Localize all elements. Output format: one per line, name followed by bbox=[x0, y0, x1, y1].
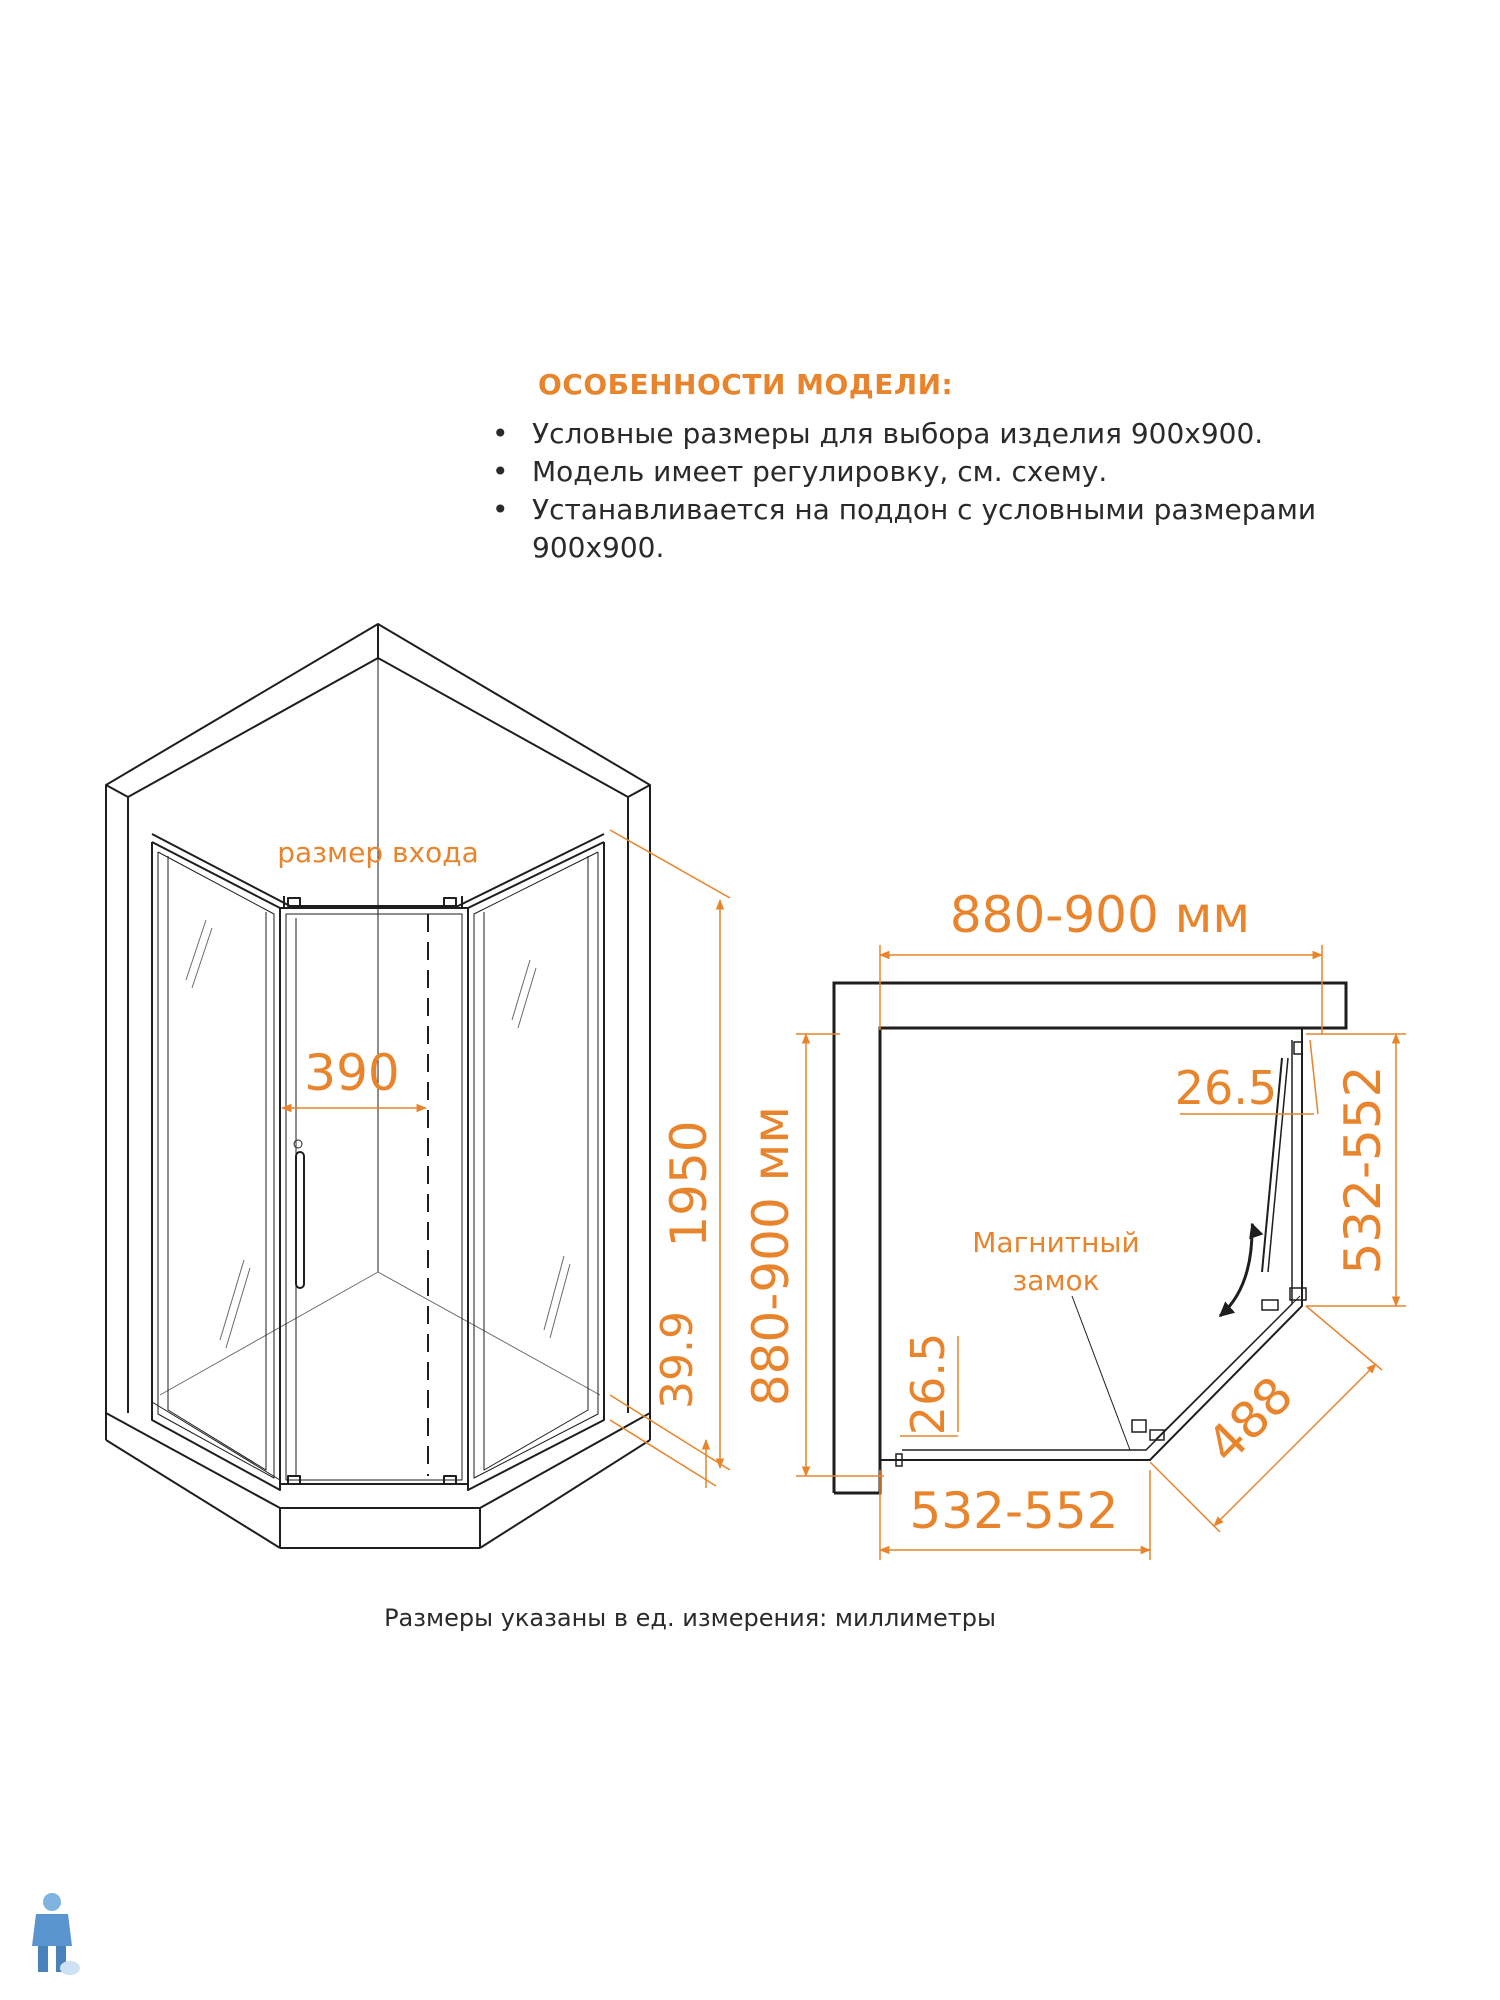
feature-item: Условные размеры для выбора изделия 900х… bbox=[490, 415, 1450, 453]
lock-label-line2: замок bbox=[1012, 1264, 1099, 1297]
features-block: ОСОБЕННОСТИ МОДЕЛИ: Условные размеры для… bbox=[490, 368, 1450, 567]
overall-depth-value: 880-900 мм bbox=[742, 1106, 800, 1406]
front-view-drawing bbox=[105, 623, 651, 1549]
diagonal-value: 488 bbox=[1196, 1366, 1304, 1474]
feature-item: Устанавливается на поддон с условными ра… bbox=[490, 491, 1450, 567]
door-swing-arrow bbox=[1218, 1229, 1254, 1318]
top-offset-value: 26.5 bbox=[1175, 1061, 1277, 1115]
entrance-label: размер входа bbox=[277, 836, 479, 869]
height-value: 1950 bbox=[660, 1120, 718, 1247]
features-list: Условные размеры для выбора изделия 900х… bbox=[490, 415, 1450, 567]
features-title: ОСОБЕННОСТИ МОДЕЛИ: bbox=[538, 368, 954, 401]
lock-label-line1: Магнитный bbox=[972, 1226, 1139, 1259]
feature-item: Модель имеет регулировку, см. схему. bbox=[490, 453, 1450, 491]
left-offset-value: 26.5 bbox=[901, 1333, 955, 1435]
units-note: Размеры указаны в ед. измерения: миллиме… bbox=[384, 1604, 996, 1632]
entrance-width-value: 390 bbox=[304, 1044, 399, 1102]
plumber-logo-icon bbox=[22, 1890, 82, 1984]
overall-width-value: 880-900 мм bbox=[950, 886, 1250, 944]
plan-view-dimensions bbox=[796, 945, 1406, 1560]
bottom-side-value: 532-552 bbox=[910, 1482, 1119, 1540]
base-height-value: 39.9 bbox=[652, 1311, 703, 1409]
front-view-dimensions bbox=[280, 829, 731, 1488]
right-side-value: 532-552 bbox=[1334, 1066, 1392, 1275]
